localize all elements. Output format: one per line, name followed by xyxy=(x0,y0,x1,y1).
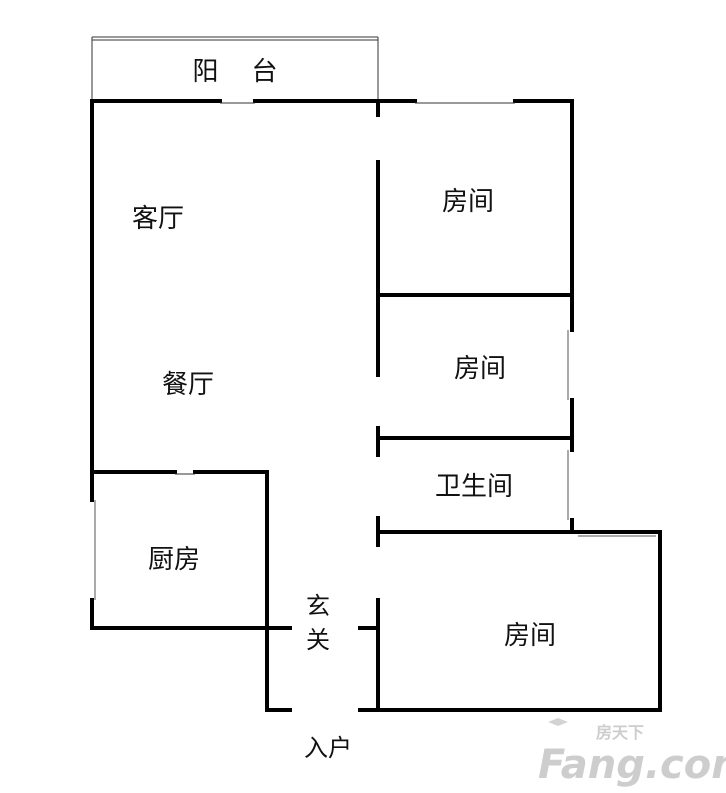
watermark-large-text: Fang.com xyxy=(538,742,726,788)
foyer-label-1: 玄 xyxy=(306,592,330,620)
walls xyxy=(90,99,662,712)
kitchen-label: 厨房 xyxy=(148,545,200,575)
entrance-label: 入户 xyxy=(304,734,352,762)
bedroom-1-label: 房间 xyxy=(442,187,494,217)
bathroom-label: 卫生间 xyxy=(435,472,513,502)
dining-room-label: 餐厅 xyxy=(162,370,214,400)
watermark-small-text: 房天下 xyxy=(596,723,644,742)
bedroom-2-label: 房间 xyxy=(454,354,506,384)
foyer-label-2: 关 xyxy=(306,626,330,654)
balcony-label: 阳 台 xyxy=(192,57,277,87)
living-room-label: 客厅 xyxy=(132,204,184,234)
watermark-logo-icon xyxy=(548,718,568,726)
bedroom-3-label: 房间 xyxy=(504,621,556,651)
watermark: 房天下 Fang.com xyxy=(538,718,726,788)
balcony-outline xyxy=(91,36,379,100)
